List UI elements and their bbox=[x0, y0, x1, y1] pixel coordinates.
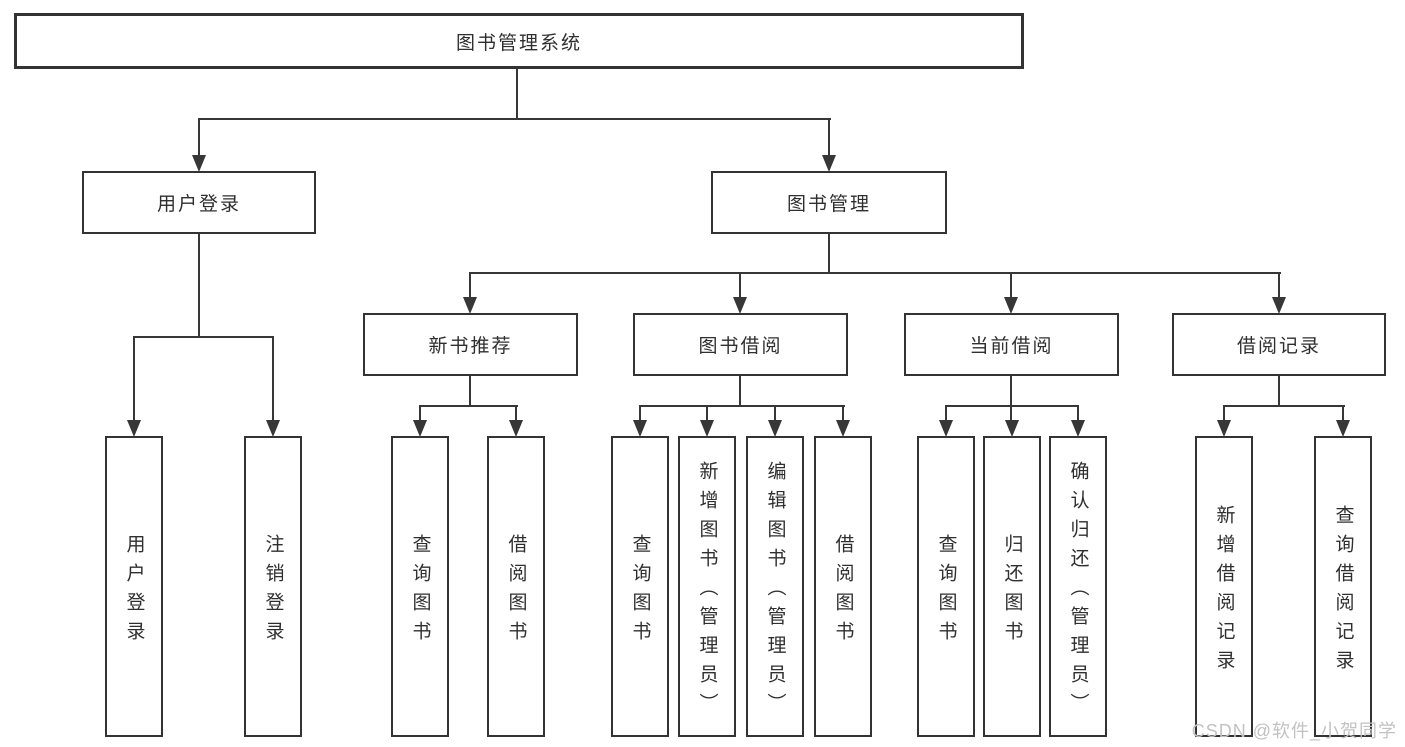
arrow-down-icon bbox=[127, 420, 141, 437]
edge-line bbox=[1010, 274, 1012, 298]
edge-line bbox=[1010, 376, 1012, 421]
edge-line bbox=[828, 234, 830, 274]
node-recommend-borrow-books: 借阅图书 bbox=[487, 436, 545, 737]
arrow-down-icon bbox=[509, 420, 523, 437]
node-borrow-records: 借阅记录 bbox=[1172, 313, 1386, 376]
arrow-down-icon bbox=[1336, 420, 1350, 437]
arrow-down-icon bbox=[768, 420, 782, 437]
edge-line bbox=[774, 407, 776, 421]
edge-line bbox=[1278, 376, 1280, 407]
edge-line bbox=[198, 120, 200, 157]
edge-line bbox=[1077, 407, 1079, 421]
edge-line bbox=[469, 376, 471, 407]
edge-line bbox=[945, 405, 1079, 407]
node-add-book-admin: 新增图书（管理员） bbox=[678, 436, 736, 737]
arrow-down-icon bbox=[1071, 420, 1085, 437]
arrow-down-icon bbox=[700, 420, 714, 437]
node-confirm-return-admin: 确认归还（管理员） bbox=[1049, 436, 1107, 737]
edge-line bbox=[1223, 407, 1225, 421]
arrow-down-icon bbox=[939, 420, 953, 437]
node-user-login: 用户登录 bbox=[82, 171, 316, 234]
edge-line bbox=[842, 407, 844, 421]
edge-line bbox=[272, 338, 274, 421]
node-return-books: 归还图书 bbox=[983, 436, 1041, 737]
edge-line bbox=[419, 407, 421, 421]
edge-line bbox=[639, 407, 641, 421]
node-user-login-leaf: 用户登录 bbox=[105, 436, 163, 737]
node-book-management: 图书管理 bbox=[711, 171, 947, 234]
edge-line bbox=[739, 274, 741, 298]
edge-line bbox=[639, 405, 845, 407]
arrow-down-icon bbox=[413, 420, 427, 437]
edge-line bbox=[1342, 407, 1344, 421]
edge-line bbox=[706, 407, 708, 421]
arrow-down-icon bbox=[463, 297, 477, 314]
arrow-down-icon bbox=[1272, 297, 1286, 314]
watermark: CSDN @软件_小贺同学 bbox=[1191, 721, 1397, 741]
edge-line bbox=[739, 376, 741, 407]
edge-line bbox=[133, 338, 135, 421]
edge-line bbox=[1223, 405, 1345, 407]
node-library-system: 图书管理系统 bbox=[14, 13, 1024, 69]
node-borrow-query-books: 查询图书 bbox=[611, 436, 669, 737]
edge-line bbox=[469, 274, 471, 298]
edge-line bbox=[198, 234, 200, 338]
node-query-borrow-record: 查询借阅记录 bbox=[1314, 436, 1372, 737]
arrow-down-icon bbox=[266, 420, 280, 437]
edge-line bbox=[198, 118, 831, 120]
edge-line bbox=[133, 336, 274, 338]
node-current-borrow: 当前借阅 bbox=[904, 313, 1119, 376]
arrow-down-icon bbox=[192, 155, 206, 172]
edge-line bbox=[469, 272, 1281, 274]
arrow-down-icon bbox=[1005, 420, 1019, 437]
node-new-book-recommend: 新书推荐 bbox=[363, 313, 578, 376]
arrow-down-icon bbox=[822, 155, 836, 172]
node-book-borrow: 图书借阅 bbox=[633, 313, 848, 376]
edge-line bbox=[828, 120, 830, 157]
node-recommend-query-books: 查询图书 bbox=[391, 436, 449, 737]
edge-line bbox=[515, 407, 517, 421]
edge-line bbox=[419, 405, 518, 407]
arrow-down-icon bbox=[836, 420, 850, 437]
edge-line bbox=[945, 407, 947, 421]
node-edit-book-admin: 编辑图书（管理员） bbox=[746, 436, 804, 737]
node-add-borrow-record: 新增借阅记录 bbox=[1195, 436, 1253, 737]
node-borrow-borrow-books: 借阅图书 bbox=[814, 436, 872, 737]
arrow-down-icon bbox=[1217, 420, 1231, 437]
arrow-down-icon bbox=[1004, 297, 1018, 314]
edge-line bbox=[516, 69, 518, 120]
node-current-query-books: 查询图书 bbox=[917, 436, 975, 737]
edge-line bbox=[1278, 274, 1280, 298]
arrow-down-icon bbox=[633, 420, 647, 437]
node-logout: 注销登录 bbox=[244, 436, 302, 737]
arrow-down-icon bbox=[733, 297, 747, 314]
